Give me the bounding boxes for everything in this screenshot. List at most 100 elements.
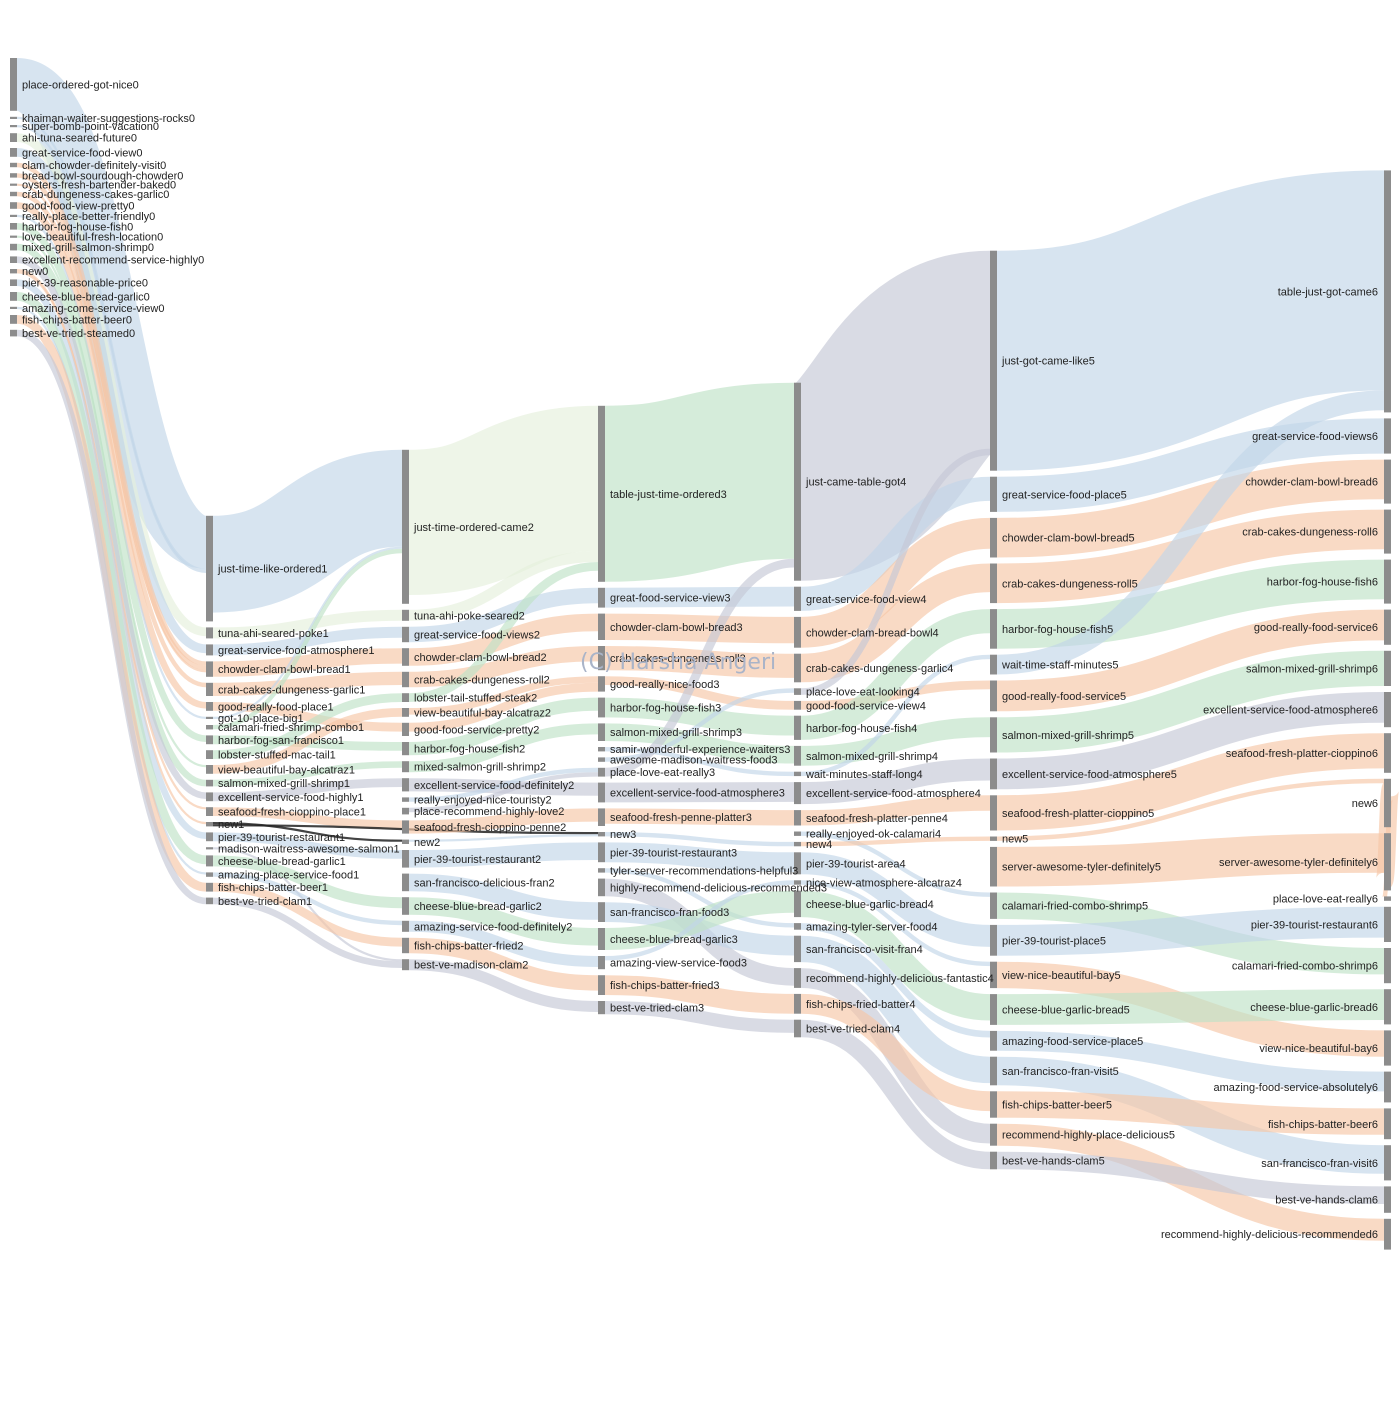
sankey-node-bar[interactable] <box>598 956 605 970</box>
sankey-node-bar[interactable] <box>794 935 801 963</box>
sankey-node-bar[interactable] <box>10 292 17 301</box>
sankey-node-bar[interactable] <box>1384 1030 1391 1066</box>
sankey-node-bar[interactable] <box>990 1091 997 1118</box>
sankey-node-bar[interactable] <box>598 868 605 873</box>
sankey-node-bar[interactable] <box>1384 1218 1391 1250</box>
sankey-node-bar[interactable] <box>1384 692 1391 728</box>
sankey-node-bar[interactable] <box>10 125 17 128</box>
sankey-node-bar[interactable] <box>1384 509 1391 554</box>
sankey-node-bar[interactable] <box>598 587 605 608</box>
sankey-node-bar[interactable] <box>1384 906 1391 942</box>
sankey-node-bar[interactable] <box>1384 170 1391 413</box>
sankey-node-bar[interactable] <box>990 1151 997 1170</box>
sankey-node-bar[interactable] <box>1384 418 1391 454</box>
sankey-node-bar[interactable] <box>206 750 213 759</box>
sankey-node-bar[interactable] <box>10 315 17 324</box>
sankey-node-bar[interactable] <box>10 133 17 142</box>
sankey-node-bar[interactable] <box>10 269 17 274</box>
sankey-node-bar[interactable] <box>598 757 605 762</box>
sankey-node-bar[interactable] <box>990 654 997 675</box>
sankey-node-bar[interactable] <box>402 693 409 702</box>
sankey-node-bar[interactable] <box>990 609 997 649</box>
sankey-node-bar[interactable] <box>402 761 409 773</box>
sankey-node-bar[interactable] <box>598 782 605 803</box>
sankey-node-bar[interactable] <box>990 680 997 712</box>
sankey-node-bar[interactable] <box>206 661 213 677</box>
sankey-node-bar[interactable] <box>794 810 801 826</box>
sankey-node-bar[interactable] <box>206 515 213 622</box>
sankey-node-bar[interactable] <box>794 968 801 988</box>
sankey-node-bar[interactable] <box>1384 1071 1391 1103</box>
sankey-node-bar[interactable] <box>206 822 213 827</box>
sankey-node-bar[interactable] <box>206 716 213 719</box>
sankey-node-bar[interactable] <box>598 613 605 640</box>
sankey-node-bar[interactable] <box>1384 778 1391 828</box>
sankey-node-bar[interactable] <box>10 223 17 230</box>
sankey-node-bar[interactable] <box>206 832 213 842</box>
sankey-node-bar[interactable] <box>10 243 17 251</box>
sankey-node-bar[interactable] <box>10 116 17 119</box>
sankey-node-bar[interactable] <box>206 644 213 656</box>
sankey-node-bar[interactable] <box>794 715 801 740</box>
sankey-node-bar[interactable] <box>990 994 997 1025</box>
sankey-node-bar[interactable] <box>10 202 17 209</box>
sankey-node-bar[interactable] <box>794 586 801 611</box>
sankey-node-bar[interactable] <box>598 975 605 995</box>
sankey-node-bar[interactable] <box>794 616 801 648</box>
sankey-node-bar[interactable] <box>598 928 605 950</box>
sankey-node-bar[interactable] <box>402 797 409 802</box>
sankey-node-bar[interactable] <box>10 256 17 263</box>
sankey-node-bar[interactable] <box>598 646 605 671</box>
sankey-node-bar[interactable] <box>794 782 801 805</box>
sankey-node-bar[interactable] <box>1384 948 1391 984</box>
sankey-node-bar[interactable] <box>1384 559 1391 604</box>
sankey-node-bar[interactable] <box>402 920 409 932</box>
sankey-node-bar[interactable] <box>1384 733 1391 773</box>
sankey-node-bar[interactable] <box>402 937 409 954</box>
sankey-node-bar[interactable] <box>1384 1108 1391 1140</box>
sankey-node-bar[interactable] <box>794 771 801 777</box>
sankey-node-bar[interactable] <box>206 872 213 877</box>
sankey-node-bar[interactable] <box>402 839 409 844</box>
sankey-node-bar[interactable] <box>402 873 409 892</box>
sankey-node-bar[interactable] <box>990 892 997 919</box>
sankey-node-bar[interactable] <box>10 173 17 178</box>
sankey-node-bar[interactable] <box>10 214 17 217</box>
sankey-node-bar[interactable] <box>598 697 605 718</box>
sankey-node-bar[interactable] <box>402 722 409 736</box>
sankey-node-bar[interactable] <box>990 250 997 471</box>
sankey-node-bar[interactable] <box>402 626 409 643</box>
sankey-node-bar[interactable] <box>794 653 801 683</box>
sankey-node-bar[interactable] <box>794 993 801 1014</box>
sankey-node-bar[interactable] <box>598 405 605 582</box>
sankey-node-bar[interactable] <box>990 563 997 604</box>
sankey-node-bar[interactable] <box>206 682 213 696</box>
sankey-node-bar[interactable] <box>402 671 409 688</box>
sankey-node-bar[interactable] <box>206 807 213 816</box>
sankey-node-bar[interactable] <box>990 836 997 841</box>
sankey-node-bar[interactable] <box>206 847 213 850</box>
sankey-node-bar[interactable] <box>402 648 409 666</box>
sankey-node-bar[interactable] <box>1384 650 1391 686</box>
sankey-node-bar[interactable] <box>598 1001 605 1015</box>
sankey-node-bar[interactable] <box>598 723 605 741</box>
sankey-node-bar[interactable] <box>206 779 213 787</box>
sankey-node-bar[interactable] <box>598 676 605 692</box>
sankey-node-bar[interactable] <box>598 767 605 777</box>
sankey-node-bar[interactable] <box>10 162 17 168</box>
sankey-node-bar[interactable] <box>402 708 409 717</box>
sankey-node-bar[interactable] <box>990 1056 997 1086</box>
sankey-node-bar[interactable] <box>794 852 801 875</box>
sankey-node-bar[interactable] <box>402 959 409 971</box>
sankey-node-bar[interactable] <box>206 792 213 802</box>
sankey-node-bar[interactable] <box>990 476 997 512</box>
sankey-node-bar[interactable] <box>990 717 997 753</box>
sankey-node-bar[interactable] <box>794 1019 801 1038</box>
sankey-node-bar[interactable] <box>10 183 17 186</box>
sankey-node-bar[interactable] <box>206 702 213 711</box>
sankey-node-bar[interactable] <box>10 306 17 309</box>
sankey-node-bar[interactable] <box>402 850 409 868</box>
sankey-node-bar[interactable] <box>402 897 409 915</box>
sankey-node-bar[interactable] <box>794 700 801 710</box>
sankey-node-bar[interactable] <box>1384 459 1391 504</box>
